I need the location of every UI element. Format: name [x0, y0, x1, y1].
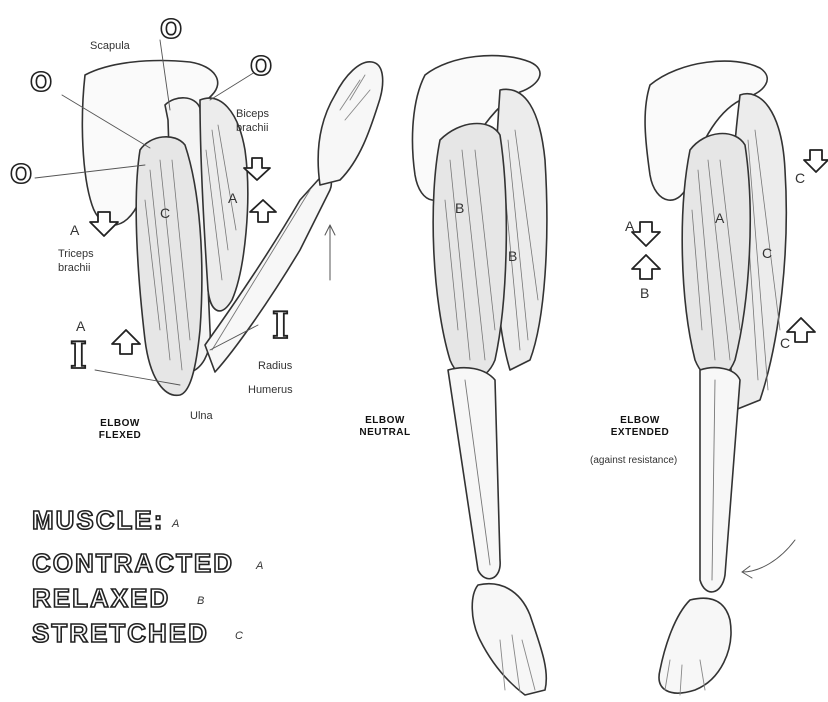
label-triceps-2: brachii: [58, 262, 90, 274]
letter-arrow-ext-3: C: [795, 170, 805, 186]
caption-neutral-line2: NEUTRAL: [345, 427, 425, 439]
letter-biceps-extended: C: [762, 245, 772, 261]
flexed-hand: [318, 62, 383, 185]
caption-flexed-line2: FLEXED: [85, 430, 155, 442]
letter-biceps-flexed: A: [228, 190, 237, 206]
flexed-arm-illustration: [35, 40, 383, 395]
arrow-up-icon: [250, 200, 276, 222]
caption-extended: ELBOW EXTENDED: [585, 415, 695, 439]
neutral-triceps: [433, 124, 506, 379]
arrow-down-icon: [804, 150, 828, 172]
arrow-up-icon: [632, 255, 660, 279]
label-ulna: Ulna: [190, 410, 213, 422]
extended-arm-illustration: [645, 61, 795, 695]
letter-arrow-ext-1: A: [625, 218, 634, 234]
legend-stretched: STRETCHED: [32, 618, 209, 649]
arrow-up-icon: [787, 318, 815, 342]
caption-neutral: ELBOW NEUTRAL: [345, 415, 425, 439]
neutral-forearm: [448, 368, 500, 579]
caption-neutral-line1: ELBOW: [345, 415, 425, 427]
letter-triceps-flexed: C: [160, 205, 170, 221]
caption-extended-note: (against resistance): [590, 455, 677, 466]
label-triceps-1: Triceps: [58, 248, 94, 260]
insertion-marker-1: I: [272, 305, 289, 347]
label-biceps-1: Biceps: [236, 108, 269, 120]
label-scapula: Scapula: [90, 40, 130, 52]
arrow-down-icon: [632, 222, 660, 246]
label-radius: Radius: [258, 360, 292, 372]
origin-marker-1: O: [30, 68, 52, 98]
origin-marker-2: O: [160, 15, 182, 45]
letter-triceps-extended: A: [715, 210, 724, 226]
letter-arrow-flexed-1: A: [70, 222, 79, 238]
letter-biceps-neutral: B: [508, 248, 517, 264]
neutral-arm-illustration: [412, 56, 546, 695]
letter-arrow-ext-2: B: [640, 285, 649, 301]
neutral-hand: [472, 584, 546, 695]
arrow-up-icon: [112, 330, 140, 354]
caption-extended-line1: ELBOW: [585, 415, 695, 427]
caption-flexed-line1: ELBOW: [85, 418, 155, 430]
legend-relaxed-key: B: [197, 595, 204, 607]
legend-muscle-key: A: [172, 518, 179, 530]
legend-contracted: CONTRACTED: [32, 548, 234, 579]
extended-forearm: [700, 368, 740, 592]
label-biceps-2: brachii: [236, 122, 268, 134]
caption-extended-line2: EXTENDED: [585, 427, 695, 439]
caption-flexed: ELBOW FLEXED: [85, 418, 155, 442]
label-humerus: Humerus: [248, 384, 293, 396]
legend-relaxed: RELAXED: [32, 583, 170, 614]
insertion-marker-2: I: [70, 335, 87, 377]
extended-hand: [659, 598, 731, 693]
legend-muscle: MUSCLE:: [32, 505, 164, 536]
flexed-triceps: [136, 137, 202, 396]
letter-arrow-ext-4: C: [780, 335, 790, 351]
legend-contracted-key: A: [256, 560, 263, 572]
letter-arrow-flexed-2: A: [76, 318, 85, 334]
legend-stretched-key: C: [235, 630, 243, 642]
origin-marker-4: O: [10, 160, 32, 190]
origin-marker-3: O: [250, 52, 272, 82]
letter-triceps-neutral: B: [455, 200, 464, 216]
